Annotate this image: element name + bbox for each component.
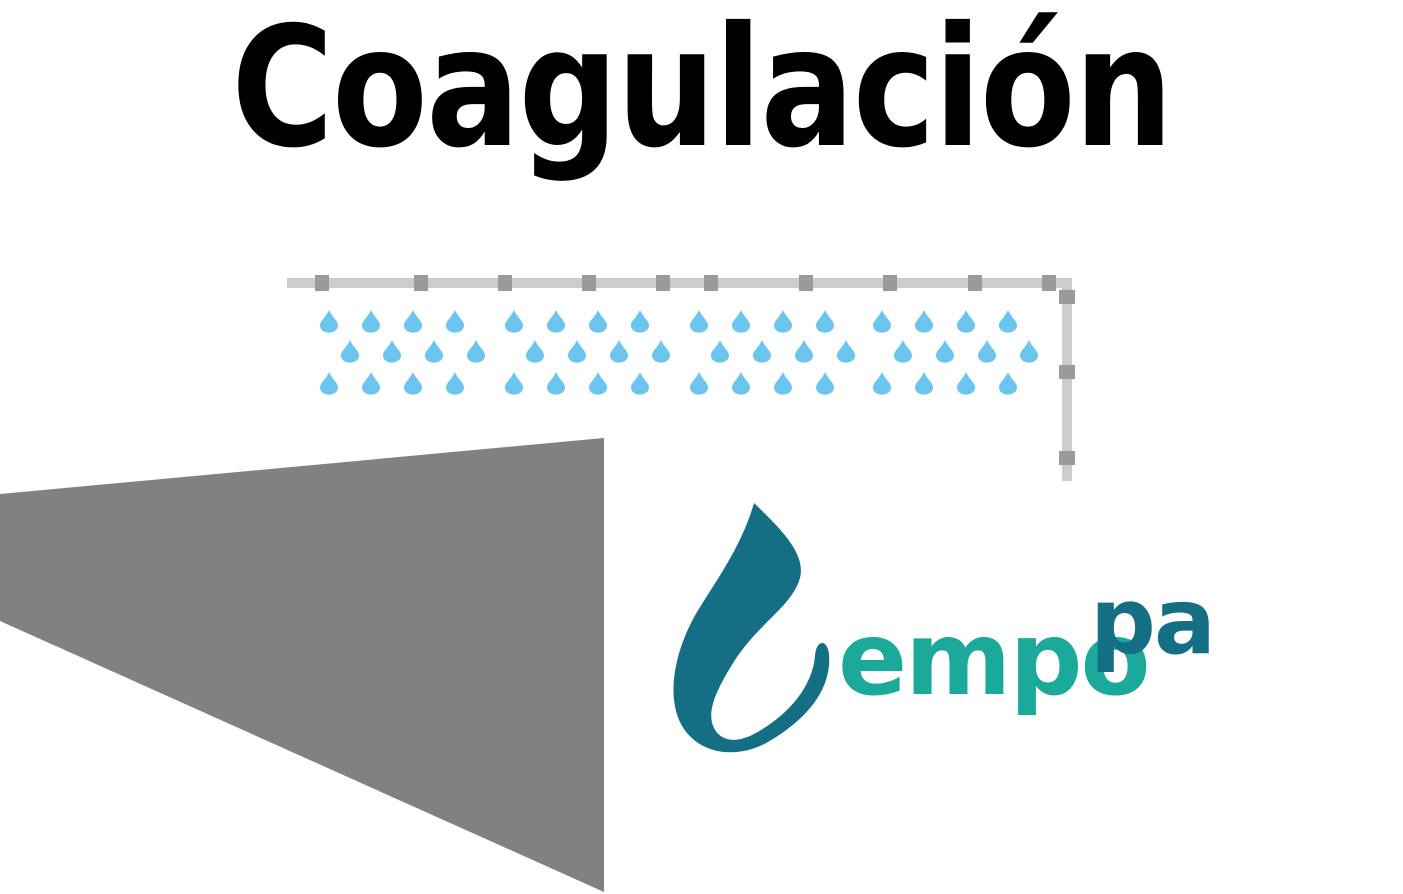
water-drop	[568, 340, 586, 363]
logo-drop-icon	[673, 503, 830, 753]
pipe-coupler	[498, 275, 512, 291]
water-drop	[816, 310, 834, 333]
water-drop	[753, 340, 771, 363]
pipe-coupler	[1059, 451, 1075, 465]
water-drop	[999, 310, 1017, 333]
water-drop	[547, 372, 565, 395]
water-drop	[873, 372, 891, 395]
water-drop	[425, 340, 443, 363]
logo-wordmark-left: empo	[838, 600, 1149, 719]
pipe-coupler	[1042, 275, 1056, 291]
pipe-coupler	[799, 275, 813, 291]
water-drop	[505, 310, 523, 333]
water-drop	[915, 372, 933, 395]
water-drop	[732, 372, 750, 395]
water-drop	[341, 340, 359, 363]
water-drop	[362, 310, 380, 333]
water-drop	[631, 310, 649, 333]
water-drop	[690, 372, 708, 395]
water-drop	[795, 340, 813, 363]
tank-wall	[0, 438, 604, 892]
water-drop	[467, 340, 485, 363]
vertical-pipe	[1062, 278, 1072, 481]
pipe-coupler	[968, 275, 982, 291]
water-drop	[362, 372, 380, 395]
pipe-coupler	[1059, 290, 1075, 304]
water-drop	[526, 340, 544, 363]
water-drop	[652, 340, 670, 363]
water-drop	[589, 310, 607, 333]
water-drop	[957, 372, 975, 395]
horizontal-pipe	[287, 278, 1072, 288]
water-drop	[404, 310, 422, 333]
pipe-couplers	[315, 275, 1075, 465]
water-drop	[547, 310, 565, 333]
logo-wordmark-right: pa	[1090, 568, 1214, 675]
water-drop	[404, 372, 422, 395]
spray-drops	[320, 310, 1038, 395]
water-drop	[1020, 340, 1038, 363]
water-drop	[505, 372, 523, 395]
water-drop	[631, 372, 649, 395]
pipe-coupler	[315, 275, 329, 291]
pipe-coupler	[582, 275, 596, 291]
water-drop	[915, 310, 933, 333]
water-drop	[589, 372, 607, 395]
water-drop	[732, 310, 750, 333]
water-drop	[936, 340, 954, 363]
water-drop	[837, 340, 855, 363]
water-drop	[873, 310, 891, 333]
water-drop	[978, 340, 996, 363]
pipe-coupler	[656, 275, 670, 291]
water-drop	[894, 340, 912, 363]
water-drop	[816, 372, 834, 395]
water-drop	[610, 340, 628, 363]
water-drop	[690, 310, 708, 333]
spray-pipe	[287, 278, 1072, 481]
water-drop	[711, 340, 729, 363]
empopa-logo: empo pa	[673, 503, 1216, 753]
pipe-coupler	[883, 275, 897, 291]
pipe-coupler	[414, 275, 428, 291]
water-drop	[774, 372, 792, 395]
water-drop	[999, 372, 1017, 395]
page-title: Coagulación	[231, 0, 1173, 185]
water-drop	[774, 310, 792, 333]
pipe-coupler	[704, 275, 718, 291]
water-drop	[383, 340, 401, 363]
water-drop	[446, 310, 464, 333]
water-drop	[957, 310, 975, 333]
water-drop	[320, 372, 338, 395]
water-drop	[320, 310, 338, 333]
pipe-coupler	[1059, 365, 1075, 379]
water-drop	[446, 372, 464, 395]
